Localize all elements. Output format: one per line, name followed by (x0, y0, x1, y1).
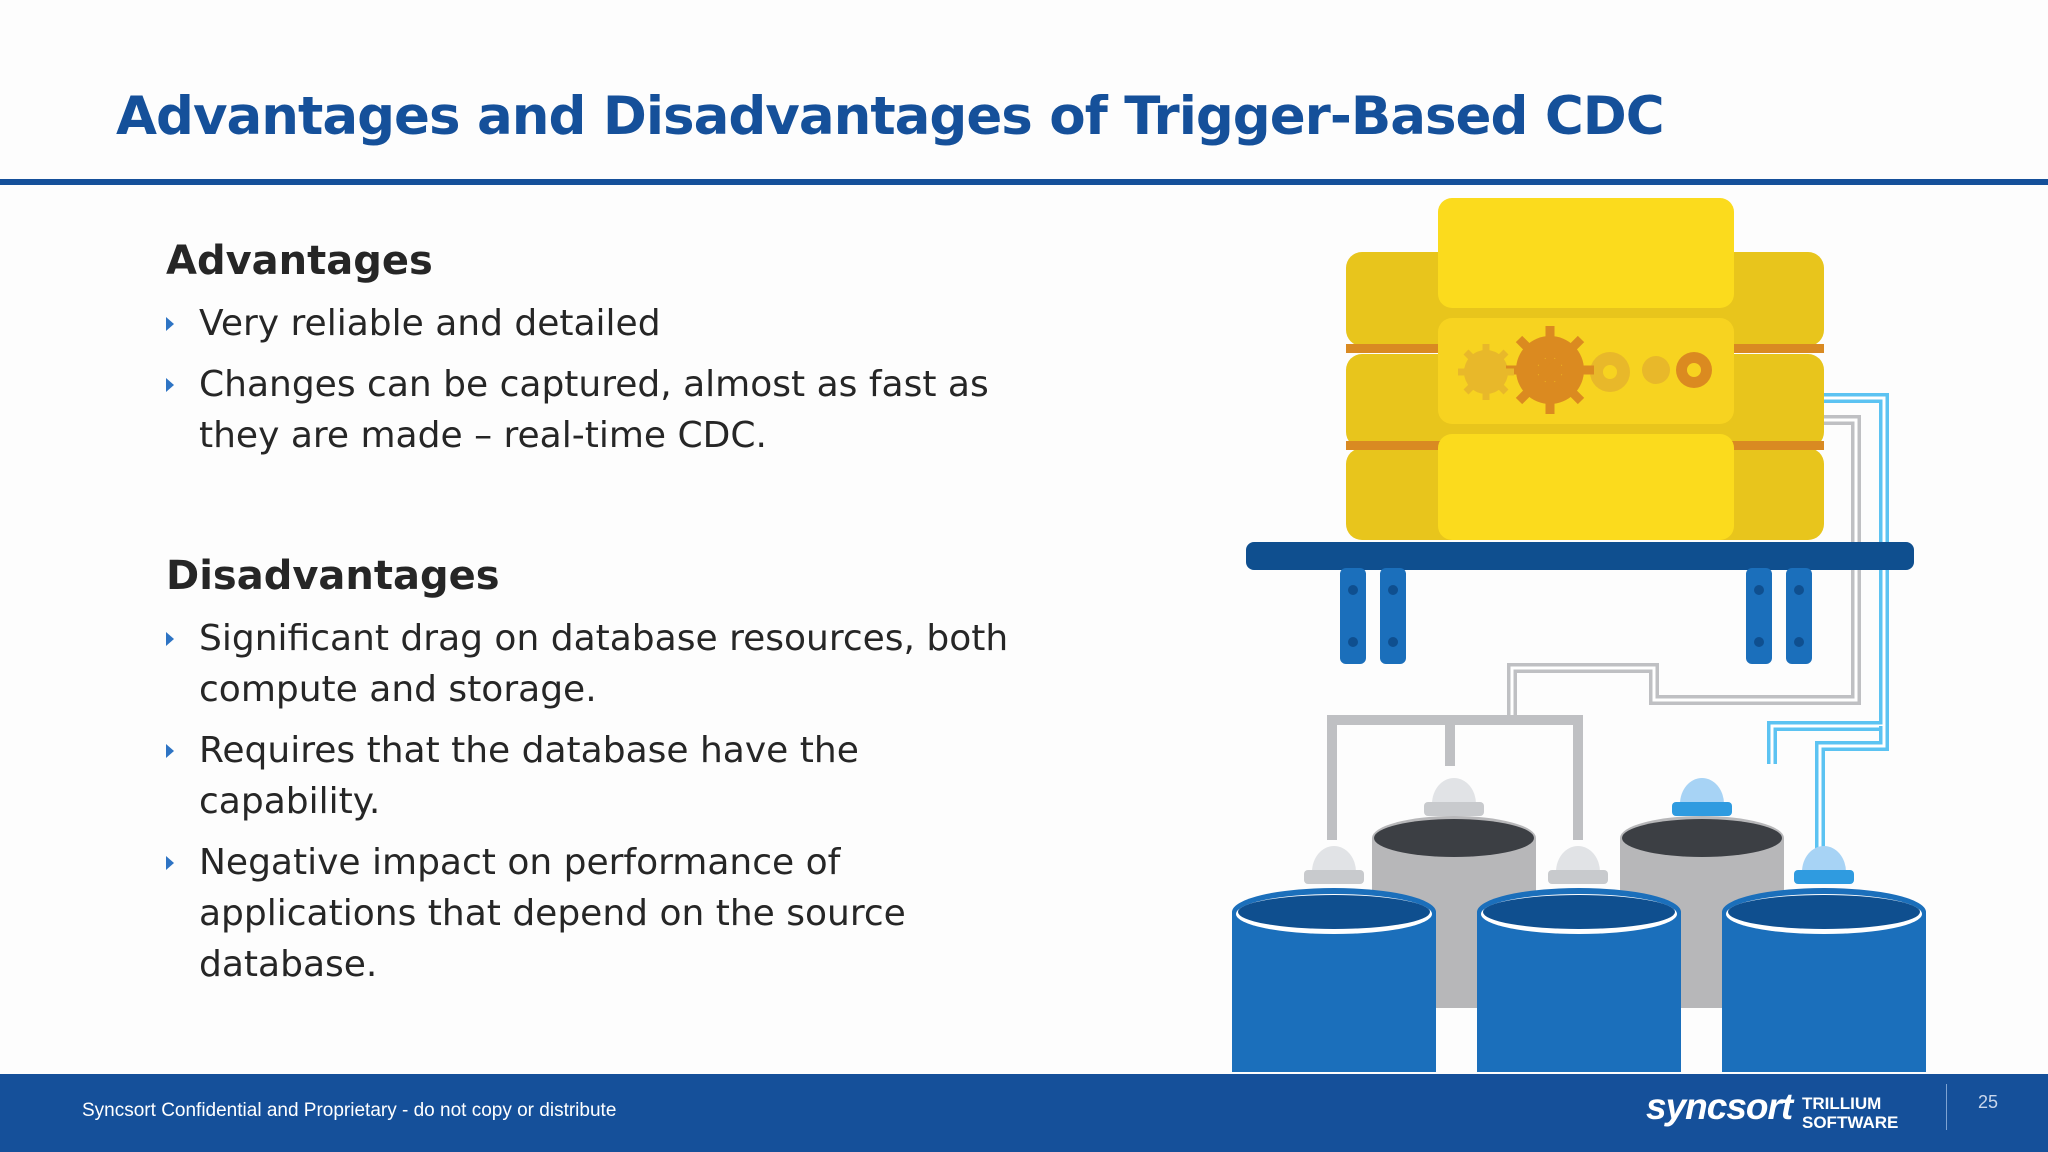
bullet-arrow-icon (166, 317, 174, 331)
section-spacer (166, 471, 1026, 553)
bullet-text: Changes can be captured, almost as fast … (199, 364, 989, 456)
advantages-list: Very reliable and detailed Changes can b… (166, 298, 1026, 461)
disadvantages-list: Significant drag on database resources, … (166, 613, 1026, 990)
sub-brand-line2: SOFTWARE (1802, 1113, 1899, 1132)
syncsort-logo: syncsort (1646, 1086, 1793, 1127)
bullet-arrow-icon (166, 744, 174, 758)
slide-content: Advantages Very reliable and detailed Ch… (166, 238, 1026, 1000)
advantage-item: Changes can be captured, almost as fast … (166, 359, 1026, 461)
bullet-arrow-icon (166, 632, 174, 646)
trillium-software-logo: TRILLIUM SOFTWARE (1802, 1094, 1922, 1132)
database-server-gears-icon (1232, 198, 1926, 1072)
footer-divider (1946, 1084, 1947, 1130)
advantage-item: Very reliable and detailed (166, 298, 1026, 349)
slide-title: Advantages and Disadvantages of Trigger-… (116, 86, 1665, 147)
blue-database-cylinders (1232, 888, 1926, 1072)
page-number: 25 (1978, 1092, 1999, 1112)
sub-brand-line1: TRILLIUM (1802, 1094, 1882, 1113)
title-underline (0, 179, 2048, 185)
confidential-notice: Syncsort Confidential and Proprietary - … (82, 1100, 617, 1121)
bullet-text: Negative impact on performance of applic… (199, 842, 906, 985)
disadvantage-item: Negative impact on performance of applic… (166, 837, 1026, 990)
bullet-text: Very reliable and detailed (199, 303, 661, 344)
bullet-text: Significant drag on database resources, … (199, 618, 1009, 710)
connector-lamps (1304, 778, 1854, 884)
bullet-arrow-icon (166, 856, 174, 870)
disadvantages-heading: Disadvantages (166, 553, 500, 599)
bullet-text: Requires that the database have the capa… (199, 730, 859, 822)
disadvantage-item: Significant drag on database resources, … (166, 613, 1026, 715)
disadvantage-item: Requires that the database have the capa… (166, 725, 1026, 827)
advantages-heading: Advantages (166, 238, 433, 284)
server-stack (1346, 198, 1824, 540)
bullet-arrow-icon (166, 378, 174, 392)
footer-bar: Syncsort Confidential and Proprietary - … (0, 1074, 2048, 1152)
